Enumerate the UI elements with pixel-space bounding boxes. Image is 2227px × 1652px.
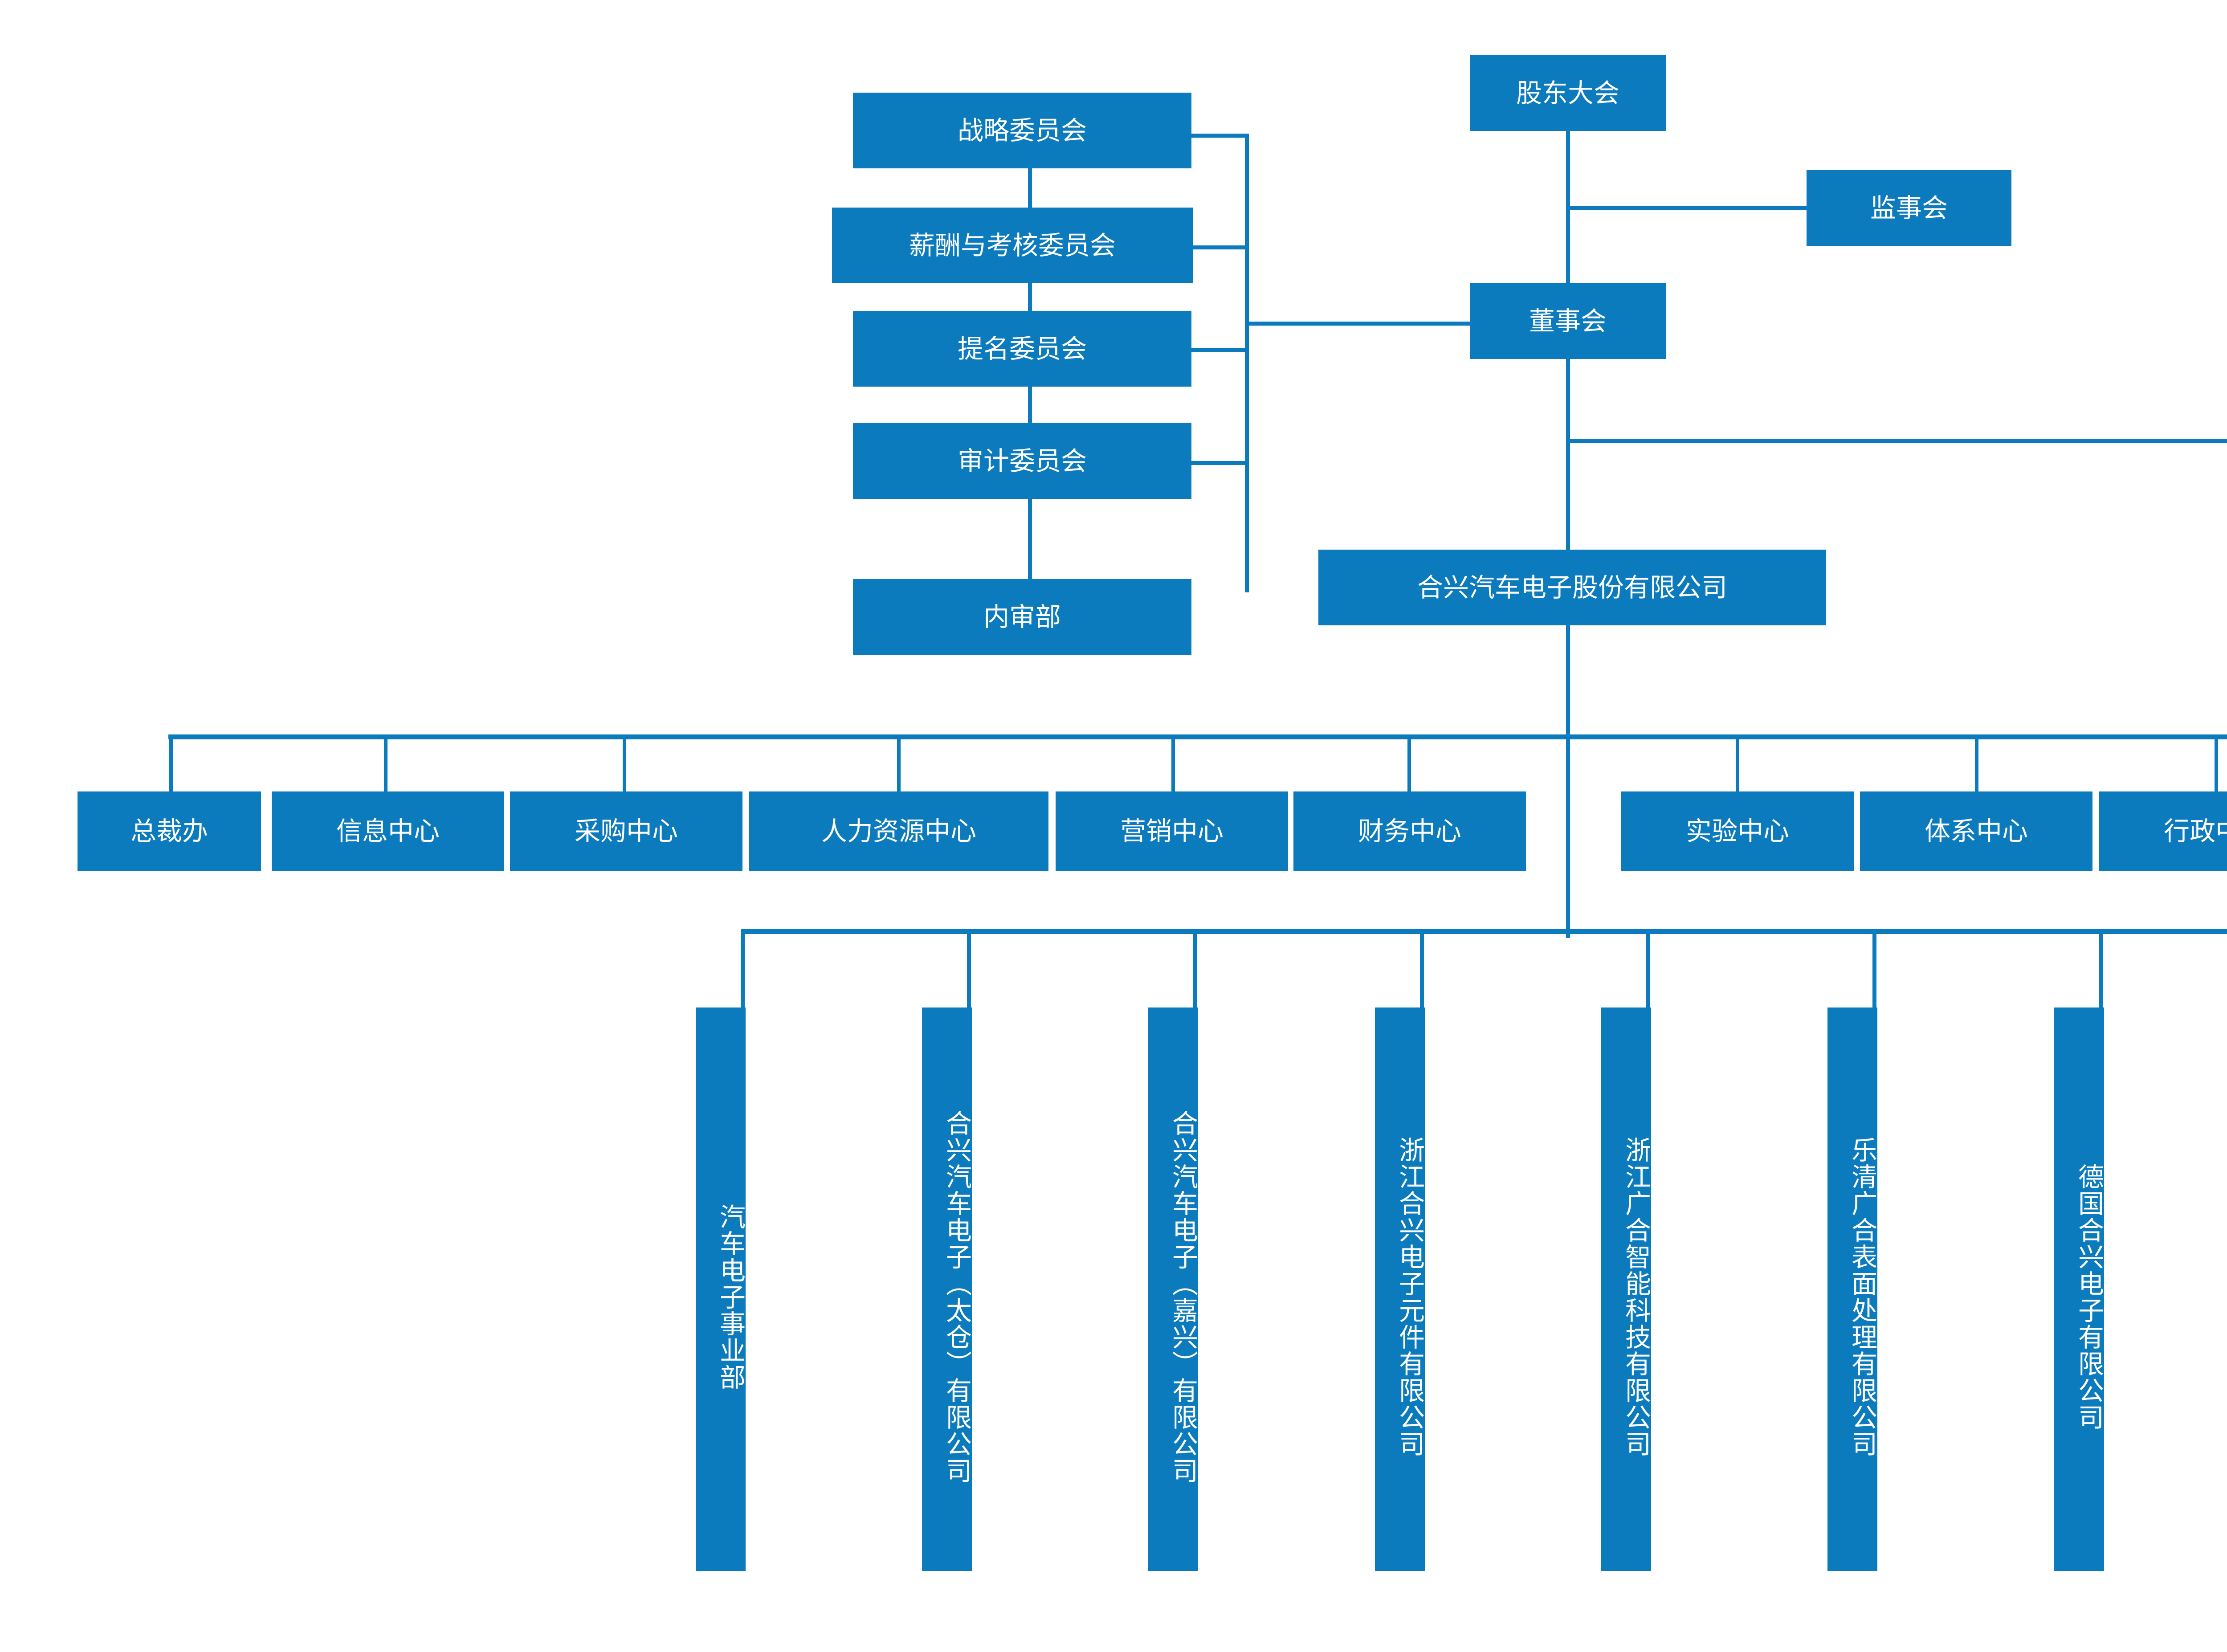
connector-sub-drop-1 [741, 929, 745, 1010]
node-subsidiary-germany[interactable]: 德国合兴电子有限公司 [2054, 1008, 2104, 1571]
connector-sub-drop-6 [1872, 929, 1876, 1010]
connector-sub-drop-3 [1193, 929, 1197, 1010]
connector-department-bus [168, 734, 2227, 739]
node-department-human-resources-center[interactable]: 人力资源中心 [749, 791, 1048, 871]
node-committee-remuneration[interactable]: 薪酬与考核委员会 [832, 208, 1193, 283]
connector-board-to-office-horizontal [1566, 439, 2227, 443]
node-department-finance-center[interactable]: 财务中心 [1293, 791, 1526, 871]
connector-committee-stub-2 [1189, 245, 1249, 249]
node-committee-nomination[interactable]: 提名委员会 [853, 311, 1191, 387]
node-department-marketing-center[interactable]: 营销中心 [1056, 791, 1288, 871]
connector-subsidiary-bus [741, 929, 2227, 934]
connector-dept-drop-7 [1736, 734, 1739, 791]
node-department-laboratory-center[interactable]: 实验中心 [1621, 791, 1854, 871]
connector-dept-drop-9 [2215, 734, 2218, 791]
connector-shareholders-to-supervisors [1566, 206, 1807, 210]
node-board-of-supervisors[interactable]: 监事会 [1807, 170, 2011, 246]
connector-committee-stub-4 [1189, 461, 1249, 465]
connector-committees-to-board [1245, 322, 1568, 326]
connector-dept-drop-5 [1171, 734, 1175, 791]
connector-dept-drop-3 [623, 734, 626, 791]
node-subsidiary-auto-electronics-division[interactable]: 汽车电子事业部 [696, 1008, 746, 1571]
node-subsidiary-zhejiang-components[interactable]: 浙江合兴电子元件有限公司 [1375, 1008, 1425, 1571]
node-board-of-directors[interactable]: 董事会 [1470, 283, 1666, 359]
node-subsidiary-taicang[interactable]: 合兴汽车电子（太仓）有限公司 [922, 1008, 972, 1571]
connector-sub-drop-4 [1420, 929, 1424, 1010]
connector-dept-drop-4 [897, 734, 901, 791]
connector-committee-bus [1245, 134, 1249, 592]
node-department-system-center[interactable]: 体系中心 [1860, 791, 2092, 871]
node-department-procurement-center[interactable]: 采购中心 [510, 791, 742, 871]
node-company[interactable]: 合兴汽车电子股份有限公司 [1318, 550, 1826, 625]
node-subsidiary-yueqing-guanghe-surface[interactable]: 乐清广合表面处理有限公司 [1827, 1008, 1877, 1571]
node-shareholders-meeting[interactable]: 股东大会 [1470, 55, 1666, 131]
node-department-information-center[interactable]: 信息中心 [272, 791, 504, 871]
node-department-administration-center[interactable]: 行政中心 [2099, 791, 2227, 871]
connector-dept-drop-2 [384, 734, 387, 791]
node-subsidiary-jiaxing[interactable]: 合兴汽车电子（嘉兴）有限公司 [1148, 1008, 1198, 1571]
connector-committee-stub-1 [1189, 134, 1249, 138]
node-committee-audit[interactable]: 审计委员会 [853, 423, 1191, 499]
connector-sub-drop-2 [967, 929, 971, 1010]
node-subsidiary-zhejiang-guanghe-intelligent[interactable]: 浙江广合智能科技有限公司 [1601, 1008, 1651, 1571]
connector-dept-drop-1 [169, 734, 173, 791]
connector-sub-drop-5 [1646, 929, 1650, 1010]
connector-sub-drop-7 [2099, 929, 2103, 1010]
connector-board-trunk [1566, 350, 1570, 938]
connector-dept-drop-6 [1407, 734, 1411, 791]
connector-committee-stub-3 [1189, 348, 1249, 352]
connector-dept-drop-8 [1975, 734, 1978, 791]
connector-committee-chain [1028, 134, 1032, 646]
node-committee-strategy[interactable]: 战略委员会 [853, 93, 1191, 168]
node-internal-audit-department[interactable]: 内审部 [853, 579, 1191, 655]
node-department-president-office[interactable]: 总裁办 [77, 791, 261, 871]
